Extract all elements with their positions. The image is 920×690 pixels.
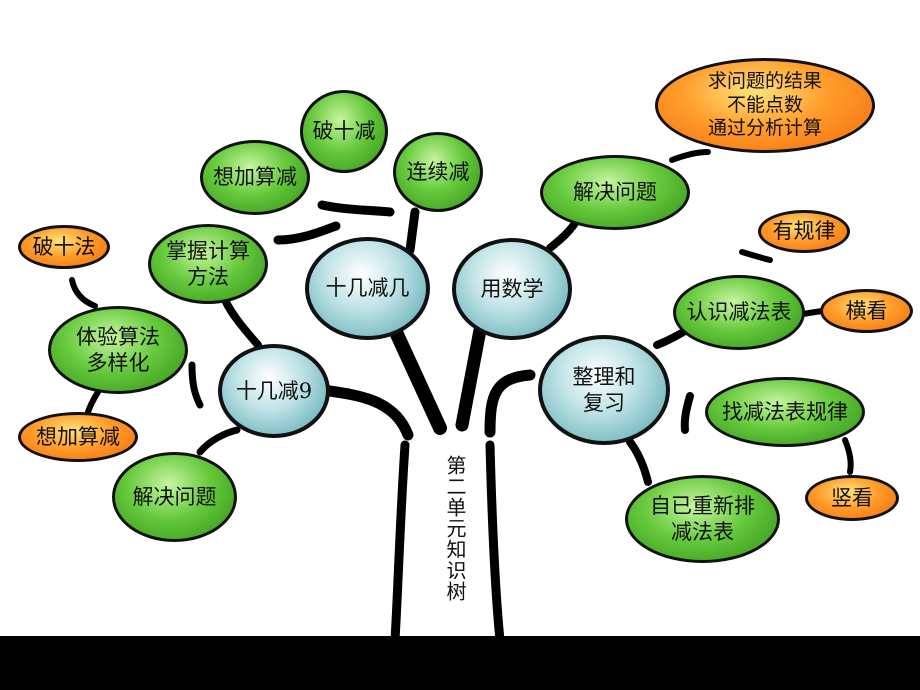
branch-shiji-jian9: [316, 384, 414, 441]
trunk-right: [485, 440, 505, 645]
link-tiyan-xiangjia: [85, 389, 101, 415]
link-zhao-shukan: [842, 437, 854, 475]
link-zhengli-ziji: [626, 438, 652, 486]
link-zhengli-zhao: [680, 392, 694, 434]
node-qiu-wenti: 求问题的结果 不能点数 通过分析计算: [655, 58, 875, 153]
branch-yong-shuxue: [455, 323, 487, 432]
node-tiyan-suanfa: 体验算法 多样化: [48, 306, 188, 394]
node-lianxu-jian: 连续减: [393, 132, 483, 212]
node-ziji-chongxinpai: 自已重新排 减法表: [625, 475, 780, 563]
branch-shiji-jianji: [388, 323, 447, 435]
link-renshi-youguilv: [739, 249, 773, 263]
branch-zhengli: [484, 369, 536, 438]
link-jian9-tiyan: [188, 361, 204, 409]
ground-bar: [0, 636, 920, 690]
node-pohijian: 破十减: [300, 90, 388, 173]
node-jiejue-wenti-left: 解决问题: [112, 452, 237, 542]
trunk-left: [390, 440, 410, 645]
node-zhangwo-fangfa: 掌握计算 方法: [148, 224, 268, 304]
node-jiejue-wenti-right: 解决问题: [540, 155, 690, 230]
trunk-label: 第二单元知识树: [443, 455, 467, 602]
link-jian9-jiejue: [196, 426, 241, 456]
node-hengkan: 横看: [820, 289, 913, 333]
link-xiangjia-pohi: [317, 200, 395, 217]
link-jianji-zhangwo: [273, 221, 341, 245]
node-renshi-jianfabiao: 认识减法表: [673, 275, 805, 350]
node-zhao-guilv: 找减法表规律: [705, 377, 865, 447]
node-yong-shuxue: 用数学: [452, 238, 572, 340]
node-pohifa: 破十法: [18, 225, 110, 269]
node-shiji-jianji: 十几减几: [305, 237, 430, 340]
link-jianji-liancu: [405, 207, 420, 255]
node-shiji-jian9: 十几减9: [218, 344, 330, 438]
link-jiejue-qiu: [669, 149, 711, 163]
link-tiyan-pohifa: [69, 277, 98, 309]
node-xiangjia-suanjian-orange: 想加算减: [18, 412, 138, 462]
node-you-guilv: 有规律: [758, 210, 850, 253]
link-jian9-zhangwo: [221, 296, 262, 349]
node-xiangjia-suanjian: 想加算减: [200, 140, 310, 215]
node-shukan: 竖看: [805, 475, 899, 521]
node-zhengli-fuxi: 整理和 复习: [538, 335, 670, 445]
